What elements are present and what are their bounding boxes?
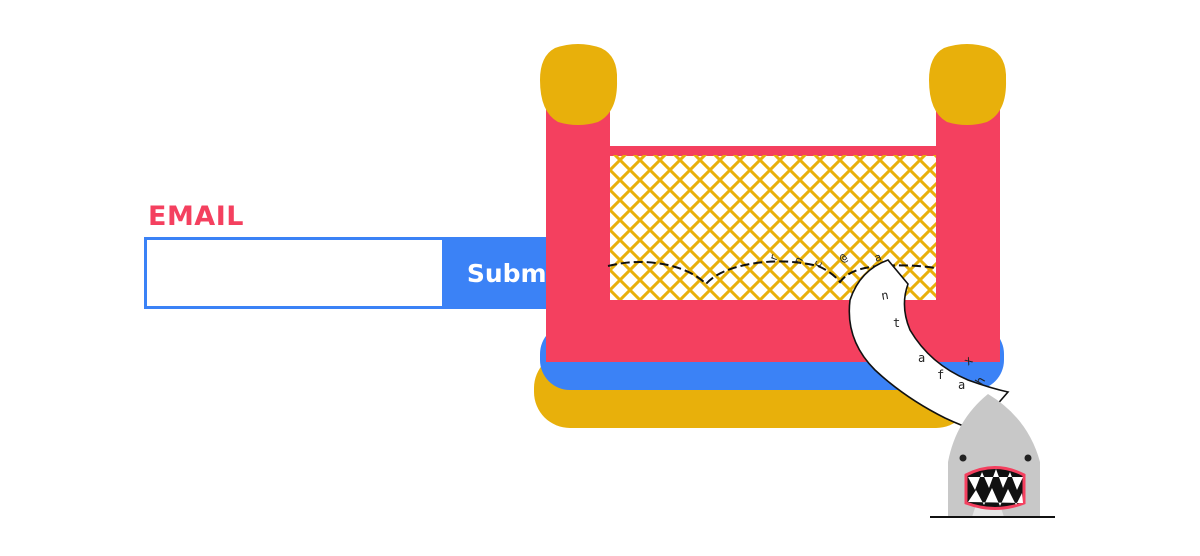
- shark-icon: [930, 394, 1055, 518]
- left-pillar: [546, 105, 610, 362]
- svg-text:x: x: [961, 353, 976, 368]
- svg-text:H: H: [983, 446, 998, 456]
- right-pillar: [936, 105, 1000, 362]
- top-rail: [605, 146, 939, 156]
- floating-glyphs: r n c @ a: [767, 250, 884, 269]
- email-label: EMAIL: [148, 201, 244, 232]
- svg-text:a: a: [873, 250, 884, 264]
- email-input[interactable]: [144, 237, 444, 309]
- svg-text:a: a: [918, 351, 925, 365]
- svg-text:n: n: [791, 254, 806, 266]
- front-wall: [605, 300, 939, 362]
- left-pillar-cap: [540, 44, 618, 125]
- svg-text:@: @: [837, 251, 851, 265]
- bounce-house-base: [534, 324, 1004, 428]
- net-wall: [607, 155, 937, 303]
- tongue-slide: [848, 259, 1010, 431]
- submit-button[interactable]: Submit: [442, 237, 592, 309]
- bounce-trajectory: [607, 260, 937, 286]
- svg-text:n: n: [880, 288, 890, 303]
- tongue-letters: n t a f a x h e H: [880, 288, 998, 456]
- svg-text:f: f: [937, 368, 944, 382]
- svg-text:c: c: [811, 258, 825, 269]
- right-pillar-cap: [929, 44, 1007, 125]
- svg-text:a: a: [958, 378, 965, 392]
- svg-text:e: e: [989, 397, 996, 411]
- svg-text:h: h: [972, 374, 988, 387]
- svg-text:r: r: [767, 252, 782, 263]
- svg-text:t: t: [893, 316, 900, 330]
